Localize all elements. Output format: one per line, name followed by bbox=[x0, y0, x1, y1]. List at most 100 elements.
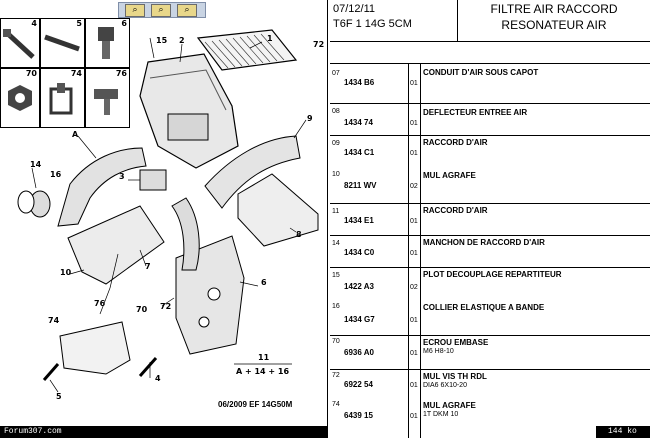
row-ref: 16 bbox=[332, 303, 340, 310]
thumb-cell-4[interactable]: 4 bbox=[0, 18, 40, 68]
row-desc: MUL AGRAFE bbox=[423, 171, 476, 180]
row-code: 6922 54 bbox=[344, 380, 373, 389]
row-desc: MUL VIS TH RDL bbox=[423, 372, 487, 381]
stud-icon bbox=[44, 34, 80, 52]
row-desc: MANCHON DE RACCORD D'AIR bbox=[423, 238, 545, 247]
diagram-reference-stamp: 06/2009 EF 14G50M bbox=[218, 400, 293, 409]
row-ref: 10 bbox=[332, 171, 340, 178]
callout-A: A bbox=[72, 130, 79, 139]
footer-size-bar: 144 ko bbox=[596, 426, 650, 438]
row-desc: CONDUIT D'AIR SOUS CAPOT bbox=[423, 68, 539, 77]
zoom-in-button[interactable]: ⌕ bbox=[125, 3, 145, 17]
zoom-out-button[interactable]: ⌕ bbox=[151, 3, 171, 17]
callout-7: 7 bbox=[145, 262, 151, 271]
row-code: 1434 B6 bbox=[344, 78, 375, 87]
table-row[interactable]: 15 1422 A3 02 PLOT DECOUPLAGE REPARTITEU… bbox=[330, 267, 650, 301]
row-desc: ECROU EMBASE bbox=[423, 338, 489, 347]
table-row[interactable]: 16 1434 G7 01 COLLIER ELASTIQUE A BANDE bbox=[330, 301, 650, 335]
row-qty: 01 bbox=[410, 150, 418, 157]
thumb-number: 4 bbox=[31, 19, 37, 28]
nut-icon bbox=[8, 85, 32, 111]
row-ref: 14 bbox=[332, 240, 340, 247]
row-desc: MUL AGRAFE bbox=[423, 401, 476, 410]
zoom-fit-button[interactable]: ⌕ bbox=[177, 3, 197, 17]
table-row[interactable]: 09 1434 C1 01 RACCORD D'AIR bbox=[330, 135, 650, 169]
row-desc: PLOT DECOUPLAGE REPARTITEUR bbox=[423, 270, 562, 279]
row-qty: 01 bbox=[410, 413, 418, 420]
header-info: 07/12/11 T6F 1 14G 5CM bbox=[330, 0, 458, 42]
thumb-cell-6[interactable]: 6 bbox=[85, 18, 130, 68]
thumb-number: 70 bbox=[25, 69, 37, 78]
parts-table: 07 1434 B6 01 CONDUIT D'AIR SOUS CAPOT 0… bbox=[330, 63, 650, 438]
row-ref: 70 bbox=[332, 338, 340, 345]
row-code: 1434 C1 bbox=[344, 148, 375, 157]
table-row[interactable]: 07 1434 B6 01 CONDUIT D'AIR SOUS CAPOT bbox=[330, 63, 650, 103]
callout-3: 3 bbox=[119, 172, 125, 181]
row-qty: 01 bbox=[410, 120, 418, 127]
callout-76: 76 bbox=[94, 299, 106, 308]
callout-5: 5 bbox=[56, 392, 62, 401]
row-ref: 74 bbox=[332, 401, 340, 408]
panel-divider bbox=[327, 0, 328, 438]
callout-1: 1 bbox=[267, 34, 273, 43]
callout-16: 16 bbox=[50, 170, 62, 179]
callout-70: 70 bbox=[136, 305, 148, 314]
zoom-fit-icon: ⌕ bbox=[184, 5, 190, 15]
callout-72-lower: 72 bbox=[160, 302, 172, 311]
row-sub: DIA6 6X10-20 bbox=[423, 382, 467, 389]
row-code: 8211 WV bbox=[344, 181, 377, 190]
row-qty: 01 bbox=[410, 218, 418, 225]
parts-thumbnail-grid: 4 5 6 70 74 76 bbox=[0, 18, 130, 128]
table-row[interactable]: 10 8211 WV 02 MUL AGRAFE bbox=[330, 169, 650, 203]
callout-2: 2 bbox=[179, 36, 185, 45]
grommet-icon bbox=[98, 27, 114, 59]
formula-part-number: 11 bbox=[258, 353, 270, 362]
row-desc: COLLIER ELASTIQUE A BANDE bbox=[423, 303, 545, 312]
table-row[interactable]: 72 6922 54 01 MUL VIS TH RDL DIA6 6X10-2… bbox=[330, 369, 650, 399]
thumb-number: 74 bbox=[70, 69, 82, 78]
thumb-cell-74[interactable]: 74 bbox=[40, 68, 85, 128]
row-qty: 02 bbox=[410, 284, 418, 291]
zoom-out-icon: ⌕ bbox=[158, 5, 164, 15]
footer-site: Forum307.com bbox=[4, 427, 62, 436]
callout-8: 8 bbox=[296, 230, 302, 239]
row-ref: 08 bbox=[332, 108, 340, 115]
row-sub: 1T DKM 10 bbox=[423, 411, 459, 418]
callout-15: 15 bbox=[156, 36, 168, 45]
row-qty: 02 bbox=[410, 183, 418, 190]
callout-6: 6 bbox=[261, 278, 267, 287]
callout-10: 10 bbox=[60, 268, 72, 277]
zoom-in-icon: ⌕ bbox=[132, 5, 138, 15]
row-code: 1434 C0 bbox=[344, 248, 375, 257]
title-line-2: RESONATEUR AIR bbox=[501, 18, 607, 32]
row-desc: RACCORD D'AIR bbox=[423, 138, 488, 147]
row-code: 1422 A3 bbox=[344, 282, 374, 291]
row-code: 1434 74 bbox=[344, 118, 373, 127]
callout-74: 74 bbox=[48, 316, 60, 325]
row-sub: M6 H8-10 bbox=[423, 348, 454, 355]
row-qty: 01 bbox=[410, 317, 418, 324]
header-model: T6F 1 14G 5CM bbox=[333, 18, 412, 30]
callout-4: 4 bbox=[155, 374, 161, 383]
bolt-icon bbox=[3, 29, 35, 59]
thumb-number: 5 bbox=[76, 19, 82, 28]
thumb-cell-5[interactable]: 5 bbox=[40, 18, 85, 68]
footer-size: 144 ko bbox=[608, 427, 637, 436]
column-divider bbox=[420, 63, 421, 438]
row-ref: 11 bbox=[332, 208, 340, 215]
row-qty: 01 bbox=[410, 382, 418, 389]
thumb-cell-76[interactable]: 76 bbox=[85, 68, 130, 128]
table-row[interactable]: 70 6936 A0 01 ECROU EMBASE M6 H8-10 bbox=[330, 335, 650, 369]
row-code: 6439 15 bbox=[344, 411, 373, 420]
table-row[interactable]: 74 6439 15 01 MUL AGRAFE 1T DKM 10 bbox=[330, 399, 650, 429]
formula-text: A + 14 + 16 bbox=[236, 367, 290, 376]
thumb-cell-70[interactable]: 70 bbox=[0, 68, 40, 128]
air-filter-assembly-drawing bbox=[17, 29, 319, 393]
table-row[interactable]: 14 1434 C0 01 MANCHON DE RACCORD D'AIR bbox=[330, 235, 650, 267]
header-title: FILTRE AIR RACCORD RESONATEUR AIR bbox=[458, 0, 650, 42]
thumb-number: 76 bbox=[115, 69, 127, 78]
row-desc: DEFLECTEUR ENTREE AIR bbox=[423, 108, 528, 117]
table-row[interactable]: 11 1434 E1 01 RACCORD D'AIR bbox=[330, 203, 650, 235]
row-ref: 07 bbox=[332, 70, 340, 77]
table-row[interactable]: 08 1434 74 01 DEFLECTEUR ENTREE AIR bbox=[330, 103, 650, 135]
